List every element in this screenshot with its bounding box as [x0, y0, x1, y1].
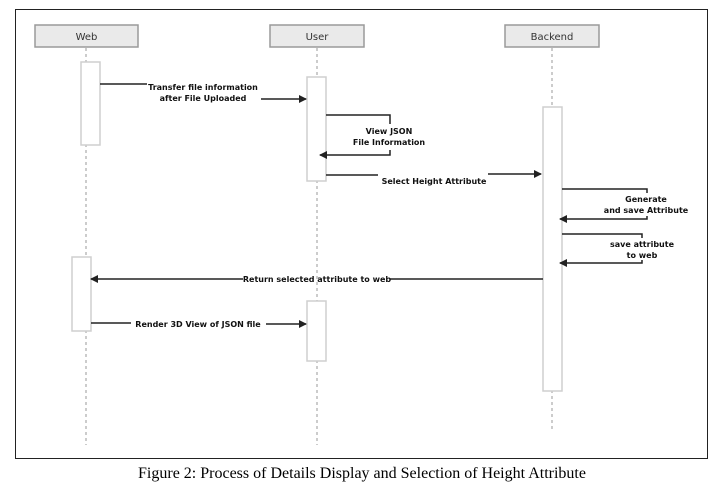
message-save-attribute-label-1: save attribute [610, 240, 675, 249]
message-transfer-label-2: after File Uploaded [160, 94, 247, 103]
actor-user: User [269, 24, 365, 48]
activation-user-1 [306, 76, 327, 182]
message-view-json: View JSON File Information [319, 114, 426, 159]
message-transfer-label-1: Transfer file information [148, 83, 258, 92]
activation-web-1 [80, 61, 101, 146]
message-select-height-label: Select Height Attribute [382, 177, 487, 186]
message-view-json-label-2: File Information [353, 138, 426, 147]
message-generate-save: Generate and save Attribute [559, 188, 689, 223]
message-save-attribute: save attribute to web [559, 233, 675, 267]
message-select-height: Select Height Attribute [326, 170, 542, 186]
message-view-json-label-1: View JSON [366, 127, 413, 136]
message-render-3d: Render 3D View of JSON file [91, 320, 307, 329]
message-return-attribute-label: Return selected attribute to web [243, 275, 392, 284]
actor-web: Web [34, 24, 139, 48]
activation-web-2 [71, 256, 92, 332]
actor-backend: Backend [504, 24, 600, 48]
activation-user-2 [306, 300, 327, 362]
actor-backend-label: Backend [531, 32, 574, 43]
activation-backend [542, 106, 563, 392]
message-render-3d-label: Render 3D View of JSON file [135, 320, 261, 329]
actor-web-label: Web [76, 32, 98, 43]
actor-user-label: User [306, 32, 330, 43]
message-save-attribute-label-2: to web [627, 251, 658, 260]
message-return-attribute: Return selected attribute to web [90, 275, 543, 284]
message-generate-label-2: and save Attribute [604, 206, 689, 215]
message-transfer-file-info: Transfer file information after File Upl… [100, 83, 307, 103]
figure-caption: Figure 2: Process of Details Display and… [138, 465, 586, 482]
message-generate-label-1: Generate [625, 195, 667, 204]
